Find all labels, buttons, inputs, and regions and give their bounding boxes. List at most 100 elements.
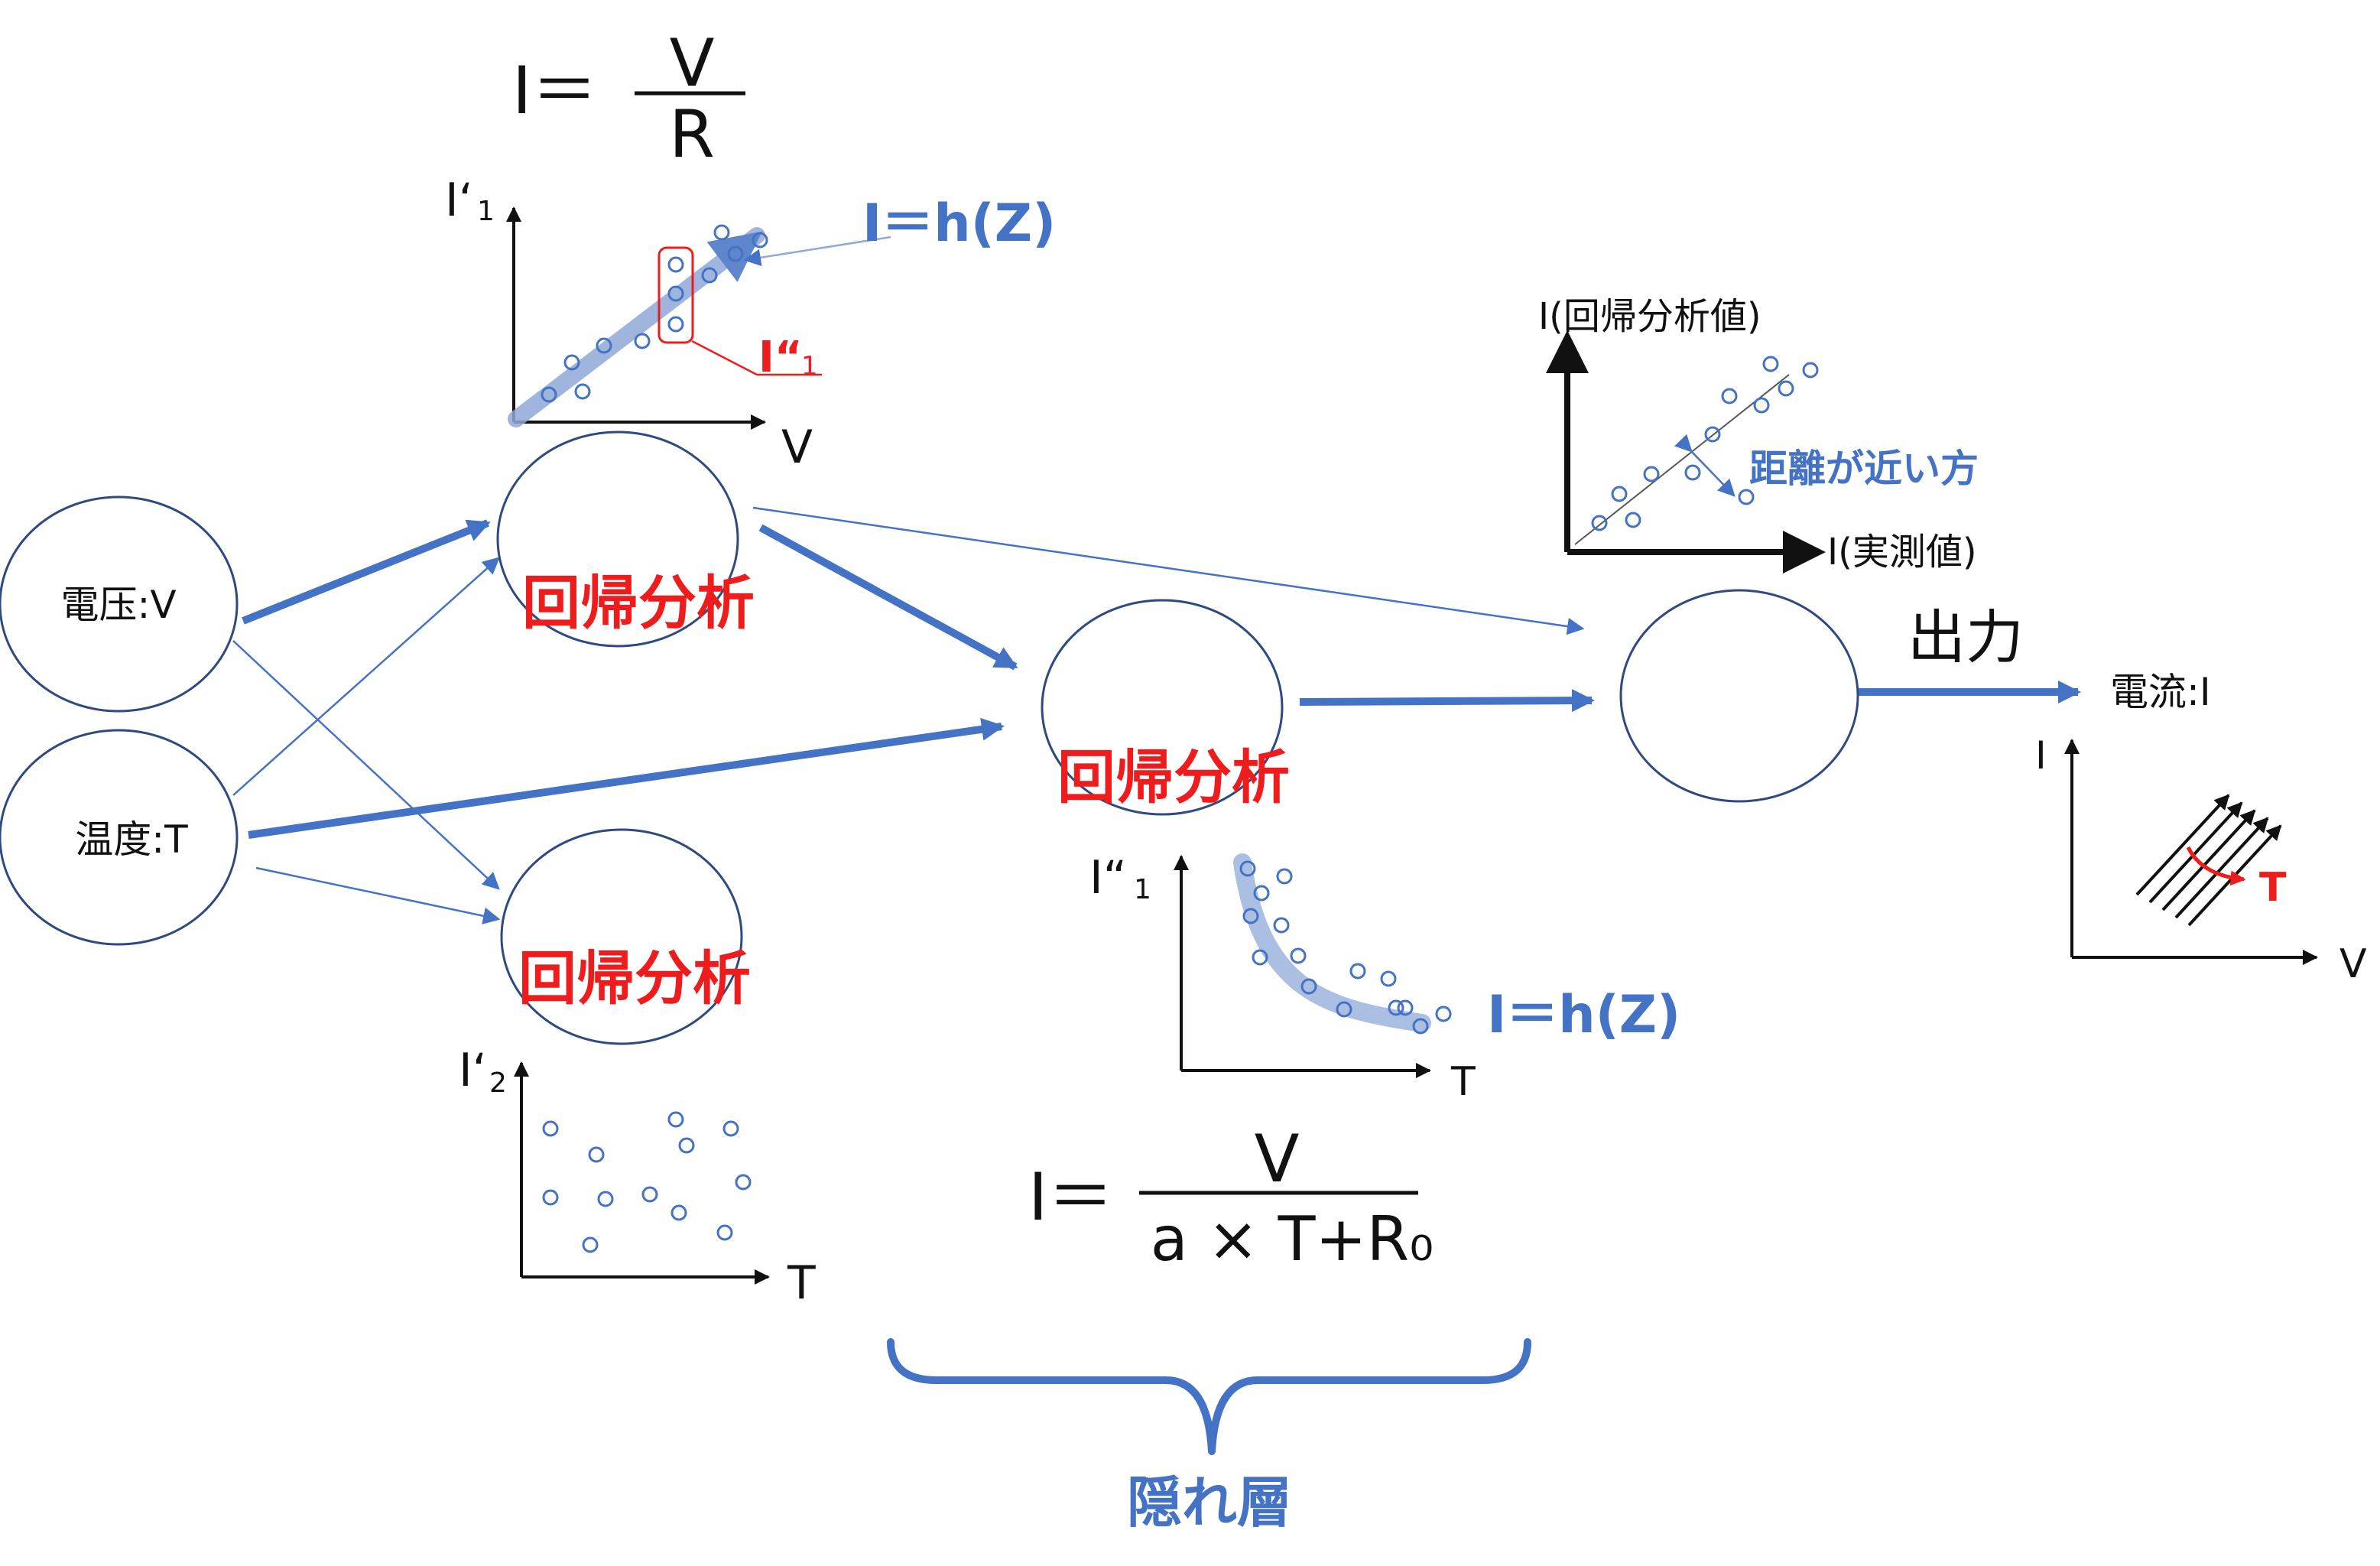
- fit-curve: [1233, 853, 1431, 1032]
- hidden-layer-brace: 隠れ層: [887, 1338, 1531, 1535]
- input-node-temperature-circle: [0, 729, 239, 946]
- data-point: [1643, 466, 1660, 482]
- data-point: [596, 337, 612, 354]
- scatter-plot-y-subscript: 2: [489, 1067, 507, 1099]
- voltage-fit-arrow: [508, 227, 765, 427]
- data-point: [1435, 1006, 1452, 1022]
- output-node: 出力 電流:I: [1619, 589, 2211, 803]
- data-point: [701, 267, 718, 284]
- data-point: [1684, 464, 1701, 481]
- data-point: [667, 316, 684, 333]
- edge-hidden-to-output: [1299, 689, 1595, 713]
- input-node-voltage-circle: [0, 495, 239, 713]
- evaluation-plot: I(回帰分析値) I(実測値) 距離が近い方: [1538, 295, 1979, 573]
- fit-plot-x-label: T: [1450, 1059, 1476, 1105]
- ohm-formula-denominator: R: [669, 96, 715, 173]
- regression-label-voltage: 回帰分析: [522, 569, 755, 637]
- data-point: [752, 232, 768, 249]
- scatter-plot-y-label: I‘: [459, 1044, 487, 1097]
- hidden-formula: I＝ V a × T+R₀: [1028, 1121, 1434, 1275]
- output-plot: I V T: [2035, 733, 2367, 987]
- data-point: [1273, 917, 1290, 934]
- data-point: [1591, 515, 1608, 531]
- data-point: [1380, 970, 1397, 987]
- scatter-plot-x-label: T: [787, 1256, 816, 1310]
- data-point: [678, 1137, 695, 1154]
- iv-line: [2148, 801, 2243, 904]
- edge-node1-to-output: [752, 506, 1585, 635]
- fit-callout-arrow: [743, 236, 891, 266]
- hidden-formula-denominator: a × T+R₀: [1151, 1204, 1434, 1275]
- data-point: [667, 285, 684, 302]
- edge-voltage-to-node1: [242, 519, 491, 625]
- hidden-formula-numerator: V: [1255, 1121, 1300, 1197]
- edge-temperature-to-node3: [255, 866, 501, 924]
- data-point: [727, 245, 744, 262]
- voltage-plot-y-subscript: 1: [477, 196, 495, 227]
- evaluation-note: 距離が近い方: [1749, 447, 1979, 491]
- data-point: [667, 256, 684, 273]
- input-temperature-label: 温度:T: [75, 817, 188, 862]
- hidden-layer-label: 隠れ層: [1127, 1470, 1292, 1535]
- output-plot-x-label: V: [2339, 941, 2367, 987]
- voltage-plot-x-label: V: [781, 421, 813, 474]
- regression-label-temperature: 回帰分析: [518, 944, 751, 1012]
- data-point: [574, 383, 591, 400]
- data-point: [1802, 362, 1819, 379]
- temperature-fit-label: I＝h(Z): [1487, 985, 1680, 1045]
- data-point: [563, 354, 580, 371]
- output-plot-param-label: T: [2259, 865, 2287, 911]
- regression-label-hidden: 回帰分析: [1057, 743, 1290, 811]
- data-point: [1349, 963, 1366, 980]
- highlight-leader: [691, 340, 758, 376]
- data-point: [1611, 486, 1628, 502]
- edge-temperature-to-hidden: [248, 717, 1005, 839]
- regression-node-temperature-circle: [500, 828, 743, 1045]
- data-point: [1253, 885, 1270, 902]
- data-point: [1242, 908, 1259, 924]
- evaluation-plot-x-label: I(実測値): [1827, 531, 1977, 573]
- highlight-box: [658, 246, 694, 344]
- data-point: [634, 333, 651, 349]
- data-point: [1276, 868, 1293, 885]
- data-point: [582, 1236, 599, 1253]
- data-point: [597, 1191, 614, 1207]
- highlight-label: I“: [758, 333, 803, 382]
- data-point: [542, 1120, 559, 1137]
- temperature-scatter-plot: I‘ 2 T: [459, 1044, 816, 1310]
- data-point: [667, 1111, 684, 1128]
- regression-node-temperature: 回帰分析: [500, 828, 751, 1045]
- data-point: [1778, 380, 1794, 397]
- distance-indicator: [1674, 434, 1735, 497]
- data-point: [588, 1146, 605, 1163]
- evaluation-plot-y-label: I(回帰分析値): [1538, 295, 1761, 338]
- output-node-circle: [1619, 589, 1859, 803]
- voltage-fit-label: I＝h(Z): [862, 193, 1056, 254]
- data-point: [641, 1186, 658, 1203]
- ohm-formula-lhs: I＝: [512, 53, 597, 129]
- data-point: [542, 1189, 559, 1206]
- fit-plot-y-label: I“: [1089, 851, 1127, 905]
- iv-line: [2135, 794, 2230, 896]
- iv-line: [2174, 817, 2269, 919]
- data-point: [1738, 489, 1755, 505]
- hidden-formula-lhs: I＝: [1028, 1159, 1113, 1236]
- data-point: [670, 1204, 687, 1221]
- data-point: [1239, 860, 1256, 877]
- data-point: [1252, 949, 1268, 966]
- edge-node1-to-hidden: [758, 524, 1018, 671]
- output-value-label: 電流:I: [2110, 670, 2211, 714]
- temperature-fit-plot: I“ 1 T I＝h(Z): [1089, 851, 1680, 1105]
- data-point: [1336, 1001, 1352, 1018]
- data-point: [1625, 512, 1641, 528]
- highlight-subscript: 1: [801, 351, 818, 382]
- connections: [232, 506, 2082, 924]
- ohm-formula-numerator: V: [670, 25, 715, 102]
- hidden-node: 回帰分析: [1041, 599, 1290, 816]
- edge-voltage-to-node3: [232, 640, 500, 890]
- voltage-plot-y-label: I‘: [445, 174, 473, 227]
- input-node-voltage: 電压:V: [0, 495, 239, 713]
- data-point: [713, 224, 730, 241]
- brace-shape: [887, 1338, 1531, 1455]
